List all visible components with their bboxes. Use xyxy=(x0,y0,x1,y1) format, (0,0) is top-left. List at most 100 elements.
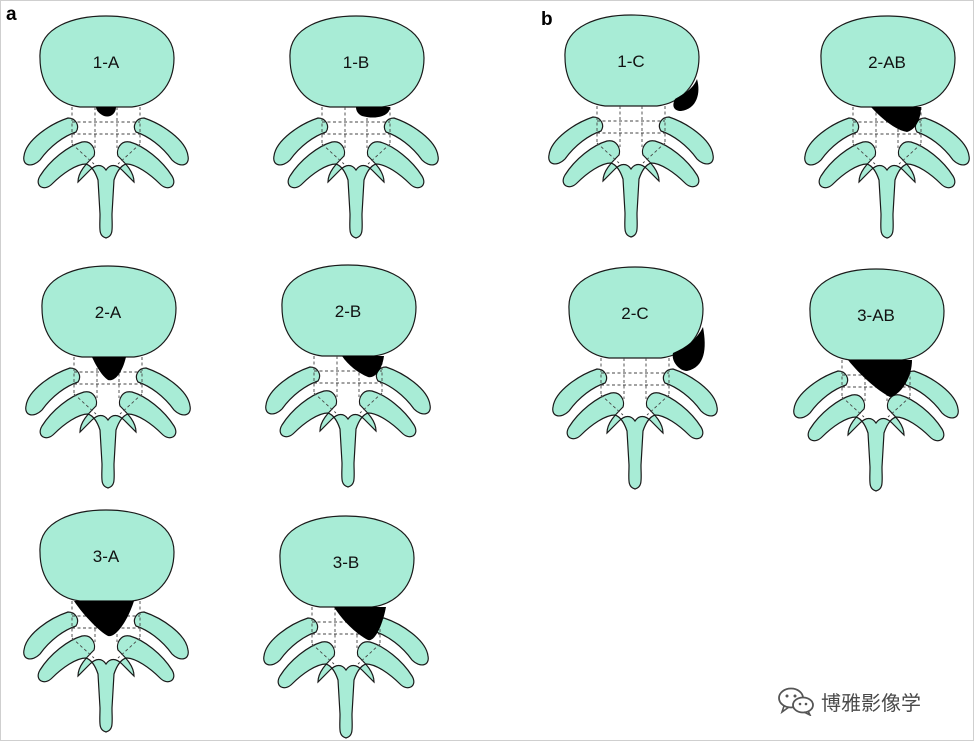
vertebral-body xyxy=(279,515,415,608)
herniation-mass xyxy=(334,607,386,641)
zone-grid xyxy=(596,106,666,164)
left-facet xyxy=(25,367,81,416)
watermark: 博雅影像学 xyxy=(777,683,921,719)
diagram-label: 3-B xyxy=(332,553,360,572)
vertebra-diagram-2-ab: 2-AB xyxy=(797,14,973,254)
vertebral-arch xyxy=(566,392,704,490)
herniation-mass xyxy=(342,356,384,378)
vertebral-body xyxy=(41,265,177,358)
left-facet xyxy=(263,617,319,666)
vertebra-drawing xyxy=(804,15,970,239)
vertebra-drawing xyxy=(263,515,429,739)
diagram-label: 1-A xyxy=(92,53,120,72)
vertebral-body xyxy=(564,14,700,107)
herniation-mass xyxy=(673,79,699,111)
vertebra-shape xyxy=(25,265,191,489)
zone-grid xyxy=(852,107,922,165)
vertebra-shape xyxy=(552,266,718,490)
vertebra-diagram-3-b: 3-B xyxy=(256,514,436,740)
left-facet xyxy=(23,611,79,660)
vertebra-drawing xyxy=(793,268,959,492)
left-facet xyxy=(548,116,604,165)
vertebral-arch xyxy=(279,390,417,488)
herniation-mass xyxy=(92,357,126,381)
diagram-label: 2-A xyxy=(94,303,122,322)
left-facet xyxy=(804,117,860,166)
vertebra-diagram-2-a: 2-A xyxy=(18,264,198,504)
herniation-mass xyxy=(74,601,134,637)
right-facet xyxy=(133,117,189,166)
vertebra-diagram-1-c: 1-C xyxy=(541,13,721,253)
vertebra-shape xyxy=(804,15,970,239)
right-facet xyxy=(658,116,714,165)
vertebra-shape xyxy=(23,15,189,239)
herniation-mass xyxy=(356,107,390,118)
vertebra-drawing xyxy=(552,266,718,490)
vertebra-diagram-2-b: 2-B xyxy=(258,263,438,503)
vertebra-diagram-3-ab: 3-AB xyxy=(786,267,966,507)
vertebral-arch xyxy=(277,641,415,739)
vertebra-drawing xyxy=(265,264,431,488)
left-facet xyxy=(23,117,79,166)
vertebral-body xyxy=(809,268,945,361)
vertebra-diagram-1-a: 1-A xyxy=(16,14,196,254)
vertebra-drawing xyxy=(23,509,189,733)
vertebra-diagram-2-c: 2-C xyxy=(545,265,725,505)
vertebral-body xyxy=(39,509,175,602)
panel-label-a: a xyxy=(6,4,17,25)
zone-grid xyxy=(321,107,391,165)
vertebra-shape xyxy=(793,268,959,492)
diagram-label: 2-B xyxy=(334,302,362,321)
zone-grid xyxy=(600,358,670,416)
vertebra-shape xyxy=(263,515,429,739)
vertebra-diagram-3-a: 3-A xyxy=(16,508,196,740)
vertebral-arch xyxy=(807,394,945,492)
vertebral-body xyxy=(820,15,956,108)
diagram-label: 1-C xyxy=(617,52,645,71)
herniation-mass xyxy=(96,107,116,117)
vertebral-arch xyxy=(818,141,956,239)
right-facet xyxy=(135,367,191,416)
diagram-label: 1-B xyxy=(342,53,370,72)
left-facet xyxy=(552,368,608,417)
diagram-label: 2-C xyxy=(621,304,649,323)
panel-label-b: b xyxy=(541,9,553,30)
left-facet xyxy=(265,366,321,415)
vertebral-arch xyxy=(562,140,700,238)
vertebra-drawing xyxy=(23,15,189,239)
vertebra-diagram-1-b: 1-B xyxy=(266,14,446,254)
diagram-label: 3-AB xyxy=(857,306,895,325)
diagram-label: 3-A xyxy=(92,547,120,566)
vertebral-arch xyxy=(37,635,175,733)
herniation-mass xyxy=(848,360,912,397)
zone-grid xyxy=(313,356,383,414)
herniation-mass xyxy=(871,107,921,132)
vertebra-shape xyxy=(23,509,189,733)
zone-grid xyxy=(71,107,141,165)
vertebra-shape xyxy=(273,15,439,239)
vertebral-arch xyxy=(287,141,425,239)
vertebra-shape xyxy=(548,14,714,238)
watermark-text: 博雅影像学 xyxy=(821,690,921,715)
vertebral-body xyxy=(39,15,175,108)
right-facet xyxy=(914,117,970,166)
vertebral-body xyxy=(281,264,417,357)
vertebra-drawing xyxy=(25,265,191,489)
right-facet xyxy=(383,117,439,166)
left-facet xyxy=(793,370,849,419)
wechat-icon xyxy=(778,687,814,716)
right-facet xyxy=(662,368,718,417)
vertebra-drawing xyxy=(273,15,439,239)
right-facet xyxy=(375,366,431,415)
vertebral-body xyxy=(289,15,425,108)
vertebra-shape xyxy=(265,264,431,488)
right-facet xyxy=(133,611,189,660)
herniation-mass xyxy=(672,327,705,371)
vertebral-arch xyxy=(39,391,177,489)
left-facet xyxy=(273,117,329,166)
vertebral-body xyxy=(568,266,704,359)
diagram-label: 2-AB xyxy=(868,53,906,72)
vertebral-arch xyxy=(37,141,175,239)
vertebra-drawing xyxy=(548,14,714,238)
